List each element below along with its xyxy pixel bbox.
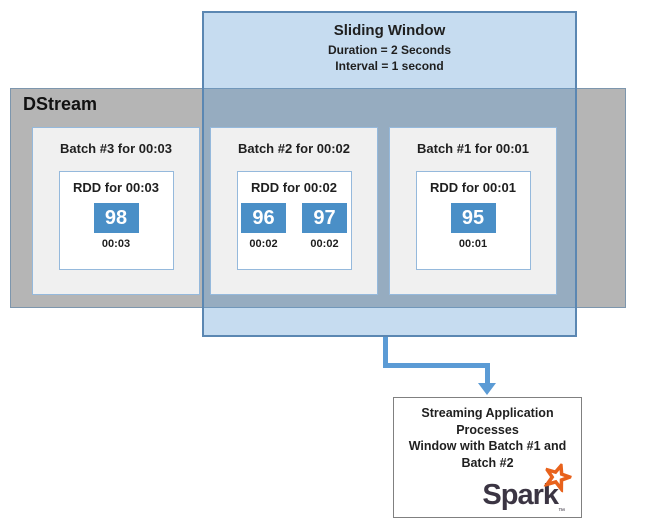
rdd-box: RDD for 00:02 96 00:02 97 00:02 bbox=[236, 171, 352, 270]
processor-text-line: Batch #2 bbox=[461, 455, 514, 470]
rdd-partition-time: 00:01 bbox=[458, 238, 488, 250]
rdd-partition-time: 00:02 bbox=[249, 238, 278, 250]
rdd-partition-value: 96 bbox=[241, 203, 286, 233]
rdd-partition-time: 00:02 bbox=[310, 238, 339, 250]
spark-star-icon bbox=[542, 461, 575, 494]
batch-3-box: Batch #3 for 00:03 RDD for 00:03 98 00:0… bbox=[32, 127, 200, 295]
rdd-partition-value: 98 bbox=[93, 203, 139, 233]
batch-title: Batch #1 for 00:01 bbox=[417, 141, 529, 156]
rdd-title: RDD for 00:01 bbox=[430, 180, 516, 195]
batch-title: Batch #3 for 00:03 bbox=[60, 141, 172, 156]
rdd-partition: 96 00:02 bbox=[241, 203, 286, 250]
rdd-title: RDD for 00:03 bbox=[73, 180, 159, 195]
sliding-window-title: Sliding Window bbox=[333, 22, 446, 39]
rdd-partition-value: 97 bbox=[302, 203, 347, 233]
arrow-segment-horizontal bbox=[383, 363, 490, 368]
arrow-segment-vertical bbox=[485, 363, 490, 384]
batch-title: Batch #2 for 00:02 bbox=[238, 141, 350, 156]
spark-trademark: ™ bbox=[558, 508, 565, 515]
rdd-partition: 95 00:01 bbox=[450, 203, 496, 250]
rdd-partition: 98 00:03 bbox=[93, 203, 139, 250]
batch-2-box: Batch #2 for 00:02 RDD for 00:02 96 00:0… bbox=[210, 127, 378, 295]
rdd-partition: 97 00:02 bbox=[302, 203, 347, 250]
rdd-box: RDD for 00:03 98 00:03 bbox=[58, 171, 174, 270]
arrow-segment-vertical bbox=[383, 337, 388, 368]
processor-text-line: Processes bbox=[456, 422, 519, 437]
processor-text-line: Streaming Application bbox=[421, 406, 554, 420]
processor-text-line: Window with Batch #1 and bbox=[408, 439, 567, 453]
rdd-box: RDD for 00:01 95 00:01 bbox=[415, 171, 531, 270]
sliding-window-interval: Interval = 1 second bbox=[335, 59, 444, 74]
rdd-title: RDD for 00:02 bbox=[251, 180, 337, 195]
processor-box: Streaming Application Processes Window w… bbox=[393, 397, 582, 518]
rdd-partition-time: 00:03 bbox=[101, 238, 131, 250]
rdd-partition-value: 95 bbox=[450, 203, 496, 233]
spark-logo: Spark™ bbox=[482, 461, 575, 515]
sliding-window-duration: Duration = 2 Seconds bbox=[327, 43, 452, 57]
dstream-label: DStream bbox=[23, 94, 98, 114]
arrowhead-icon bbox=[478, 383, 496, 395]
batch-1-box: Batch #1 for 00:01 RDD for 00:01 95 00:0… bbox=[389, 127, 557, 295]
